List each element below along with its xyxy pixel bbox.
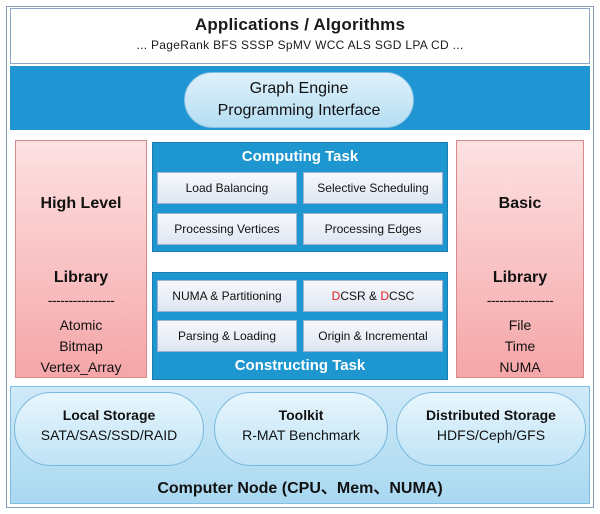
library-item-file: File bbox=[508, 317, 532, 333]
computing-task-title: Computing Task bbox=[241, 148, 359, 165]
local-storage-sub: SATA/SAS/SSD/RAID bbox=[40, 427, 178, 443]
cell-processing-edges: Processing Edges bbox=[303, 213, 443, 245]
applications-box: Applications / Algorithms ... PageRank B… bbox=[10, 8, 590, 64]
library-item-atomic: Atomic bbox=[59, 317, 103, 333]
cell-origin-incremental: Origin & Incremental bbox=[303, 320, 443, 352]
engine-line1: Graph Engine bbox=[249, 80, 349, 97]
cell-processing-vertices: Processing Vertices bbox=[157, 213, 297, 245]
dcsc-d-letter: D bbox=[380, 289, 389, 303]
applications-title: Applications / Algorithms bbox=[194, 15, 406, 34]
constructing-task-title: Constructing Task bbox=[234, 357, 366, 374]
local-storage-title: Local Storage bbox=[62, 407, 156, 423]
applications-list: ... PageRank BFS SSSP SpMV WCC ALS SGD L… bbox=[136, 38, 464, 52]
basic-library-separator: ---------------- bbox=[486, 292, 554, 308]
high-level-library-title-1: High Level bbox=[40, 195, 122, 212]
cell-dcsr-dcsc: DCSR & DCSC bbox=[303, 280, 443, 312]
dcsr-d-letter: D bbox=[331, 289, 341, 303]
library-item-time: Time bbox=[504, 338, 536, 354]
distributed-storage-sub: HDFS/Ceph/GFS bbox=[436, 427, 546, 443]
high-level-library: High Level Library ---------------- Atom… bbox=[15, 140, 147, 378]
graph-engine-interface: Graph Engine Programming Interface bbox=[184, 72, 414, 128]
distributed-storage-title: Distributed Storage bbox=[426, 407, 556, 423]
cell-parsing-loading: Parsing & Loading bbox=[157, 320, 297, 352]
toolkit-title: Toolkit bbox=[278, 407, 324, 423]
library-item-numa: NUMA bbox=[499, 359, 541, 375]
basic-library-title-2: Library bbox=[492, 269, 548, 286]
distributed-storage-oval: Distributed Storage HDFS/Ceph/GFS bbox=[396, 392, 586, 466]
basic-library: Basic Library ---------------- File Time… bbox=[456, 140, 584, 378]
library-item-vertex-array: Vertex_Array bbox=[40, 359, 122, 375]
toolkit-sub: R-MAT Benchmark bbox=[242, 427, 360, 443]
dcsr-text: CSR & bbox=[340, 289, 381, 303]
engine-line2: Programming Interface bbox=[217, 102, 381, 119]
computer-node-label: Computer Node (CPU、Mem、NUMA) bbox=[157, 480, 443, 497]
library-item-bitmap: Bitmap bbox=[59, 338, 103, 354]
cell-load-balancing: Load Balancing bbox=[157, 172, 297, 204]
dcsc-text: CSC bbox=[389, 289, 415, 303]
high-level-library-title-2: Library bbox=[53, 269, 109, 286]
basic-library-title-1: Basic bbox=[498, 195, 542, 212]
cell-numa-partitioning: NUMA & Partitioning bbox=[157, 280, 297, 312]
high-level-library-separator: ---------------- bbox=[47, 292, 115, 308]
local-storage-oval: Local Storage SATA/SAS/SSD/RAID bbox=[14, 392, 204, 466]
toolkit-oval: Toolkit R-MAT Benchmark bbox=[214, 392, 388, 466]
cell-selective-scheduling: Selective Scheduling bbox=[303, 172, 443, 204]
